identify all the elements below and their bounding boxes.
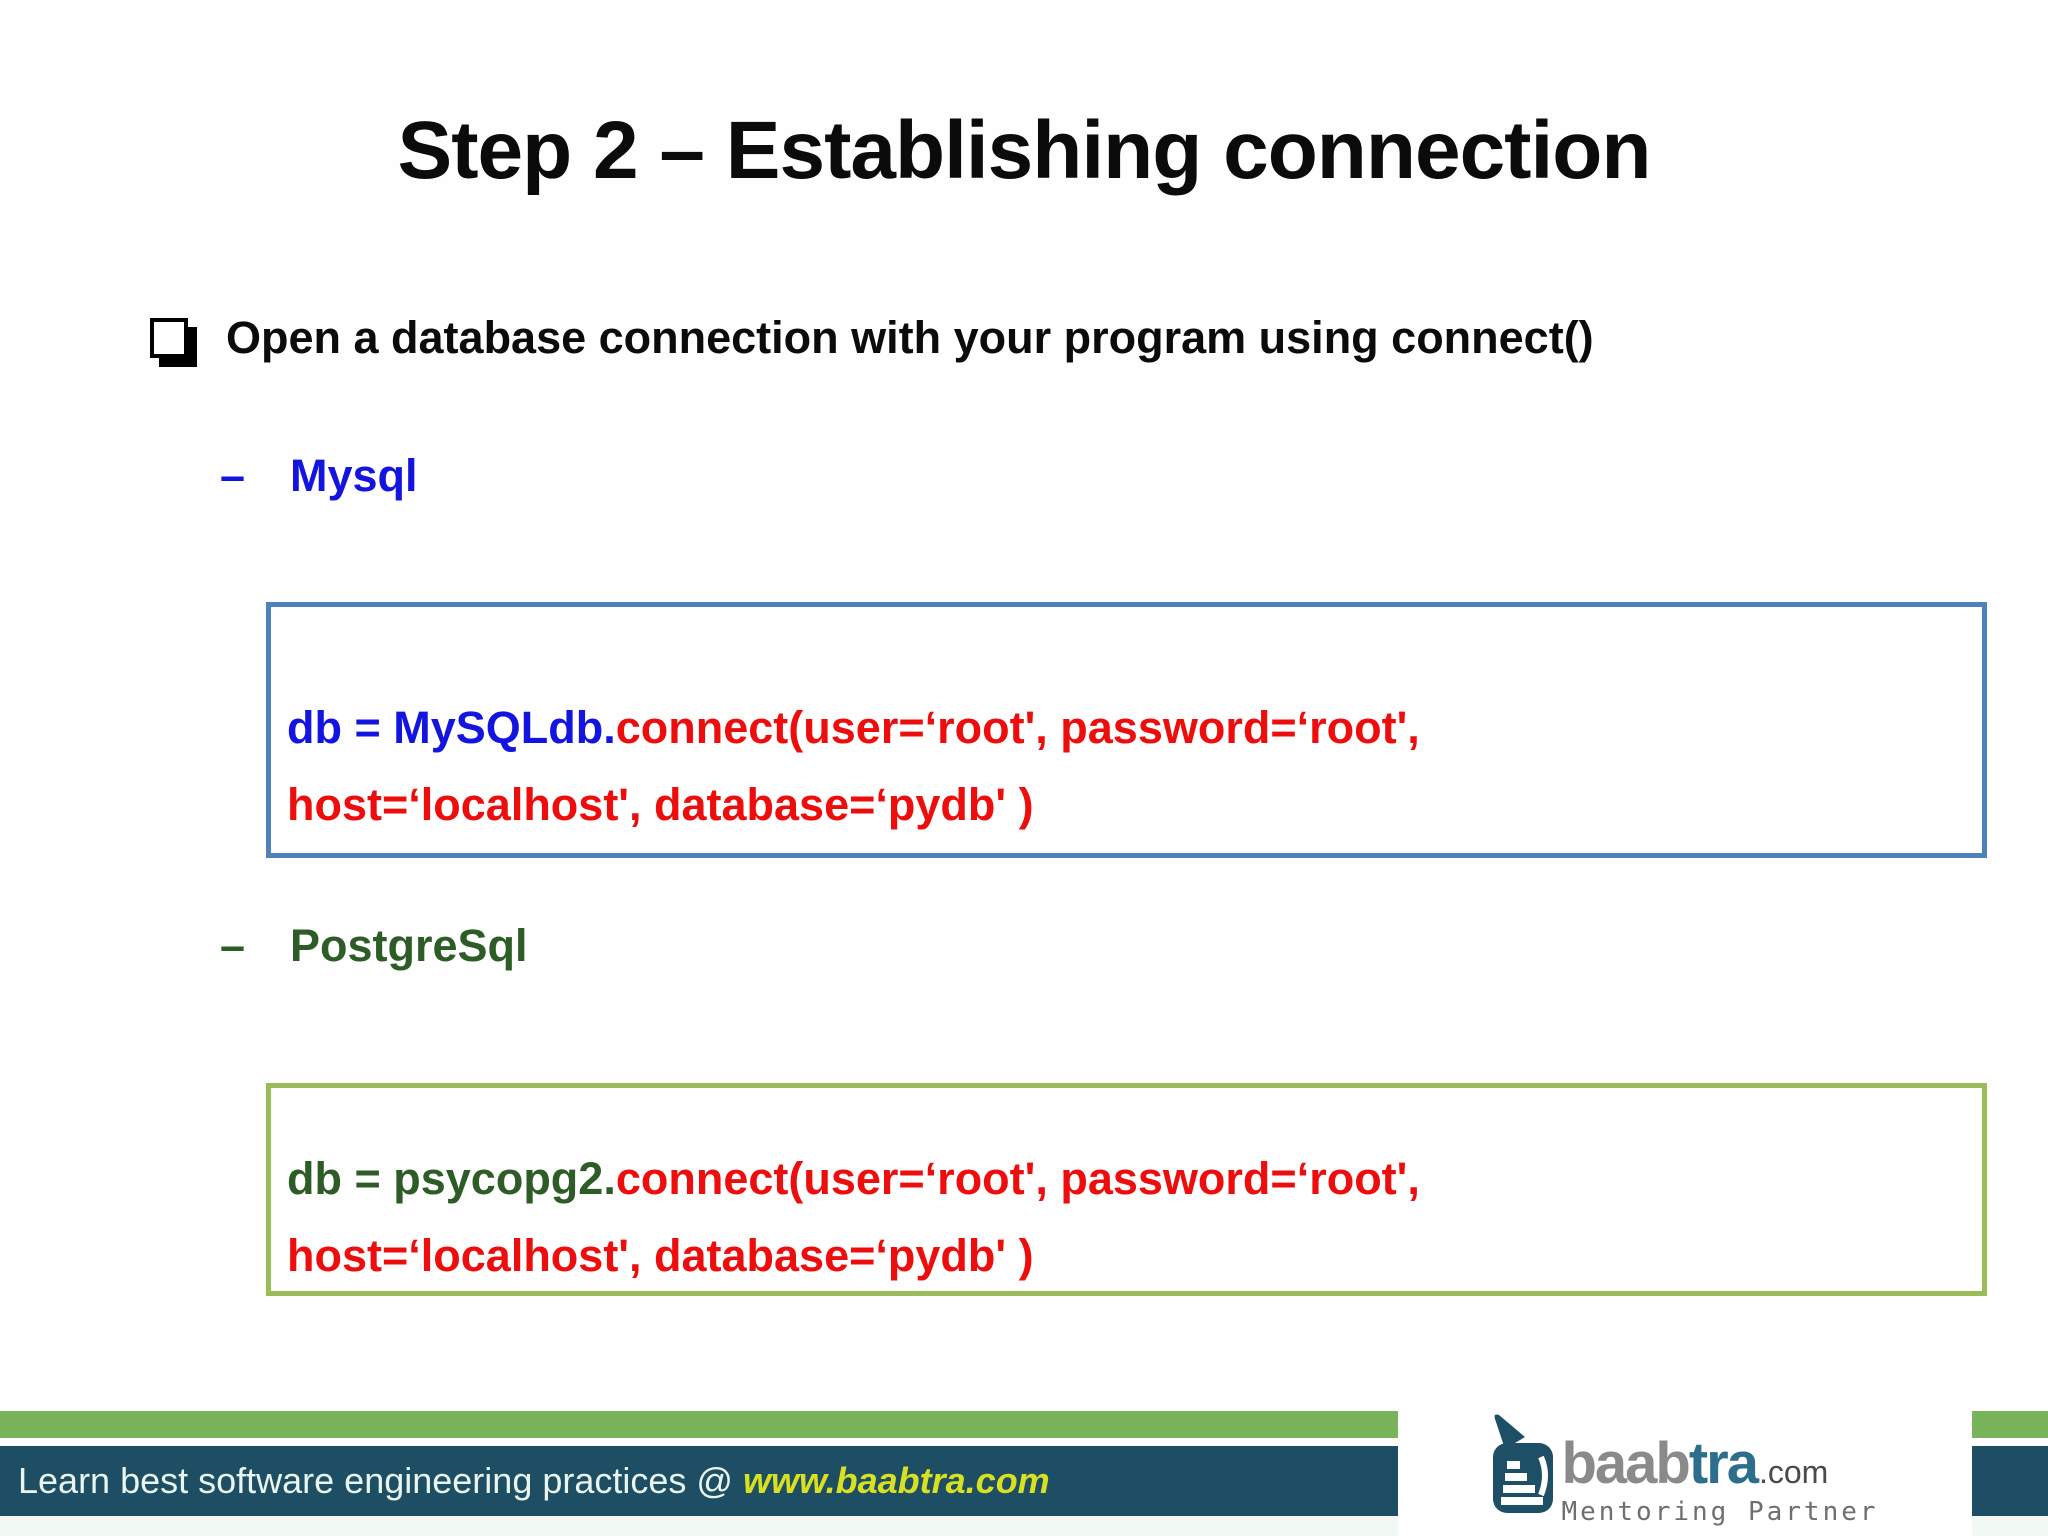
postgresql-label: PostgreSql bbox=[290, 920, 528, 971]
postgresql-code-line1-rest: connect(user=‘root', password=‘root', bbox=[615, 1153, 1420, 1204]
mysql-code-line-2: host=‘localhost', database=‘pydb' ) bbox=[287, 779, 1034, 830]
mysql-code-line-1: db = MySQLdb.connect(user=‘root', passwo… bbox=[287, 689, 1982, 766]
slide-title: Step 2 – Establishing connection bbox=[397, 105, 1652, 196]
mysql-code-prefix: db = MySQLdb. bbox=[287, 702, 616, 753]
main-bullet: Open a database connection with your pro… bbox=[150, 312, 1950, 364]
logo-baab-text: baab bbox=[1561, 1431, 1690, 1496]
logo-tagline: Mentoring Partner bbox=[1561, 1497, 1879, 1527]
footer-message: Learn best software engineering practice… bbox=[18, 1460, 1050, 1502]
logo-tra-text: tra bbox=[1688, 1431, 1759, 1496]
postgresql-code-prefix: db = psycopg2. bbox=[287, 1153, 616, 1204]
sub-bullet-postgresql: – PostgreSql bbox=[220, 920, 528, 972]
mysql-label: Mysql bbox=[290, 450, 418, 501]
sub-bullet-mysql: – Mysql bbox=[220, 450, 418, 502]
dash-bullet: – bbox=[220, 450, 246, 501]
shadowed-square-bullet-icon bbox=[150, 318, 188, 358]
mysql-code-line1-rest: connect(user=‘root', password=‘root', bbox=[615, 702, 1420, 753]
mysql-code-box: db = MySQLdb.connect(user=‘root', passwo… bbox=[266, 602, 1987, 858]
baabtra-stairs-icon bbox=[1493, 1414, 1554, 1513]
postgresql-code-box: db = psycopg2.connect(user=‘root', passw… bbox=[266, 1083, 1987, 1296]
footer-message-text: Learn best software engineering practice… bbox=[18, 1460, 743, 1501]
main-bullet-text: Open a database connection with your pro… bbox=[226, 312, 1594, 363]
logo-com-text: .com bbox=[1758, 1454, 1829, 1490]
footer-website-link[interactable]: www.baabtra.com bbox=[742, 1460, 1050, 1501]
postgresql-code-line-1: db = psycopg2.connect(user=‘root', passw… bbox=[287, 1140, 1982, 1217]
dash-bullet: – bbox=[220, 920, 246, 971]
postgresql-code-line-2: host=‘localhost', database=‘pydb' ) bbox=[287, 1230, 1034, 1281]
